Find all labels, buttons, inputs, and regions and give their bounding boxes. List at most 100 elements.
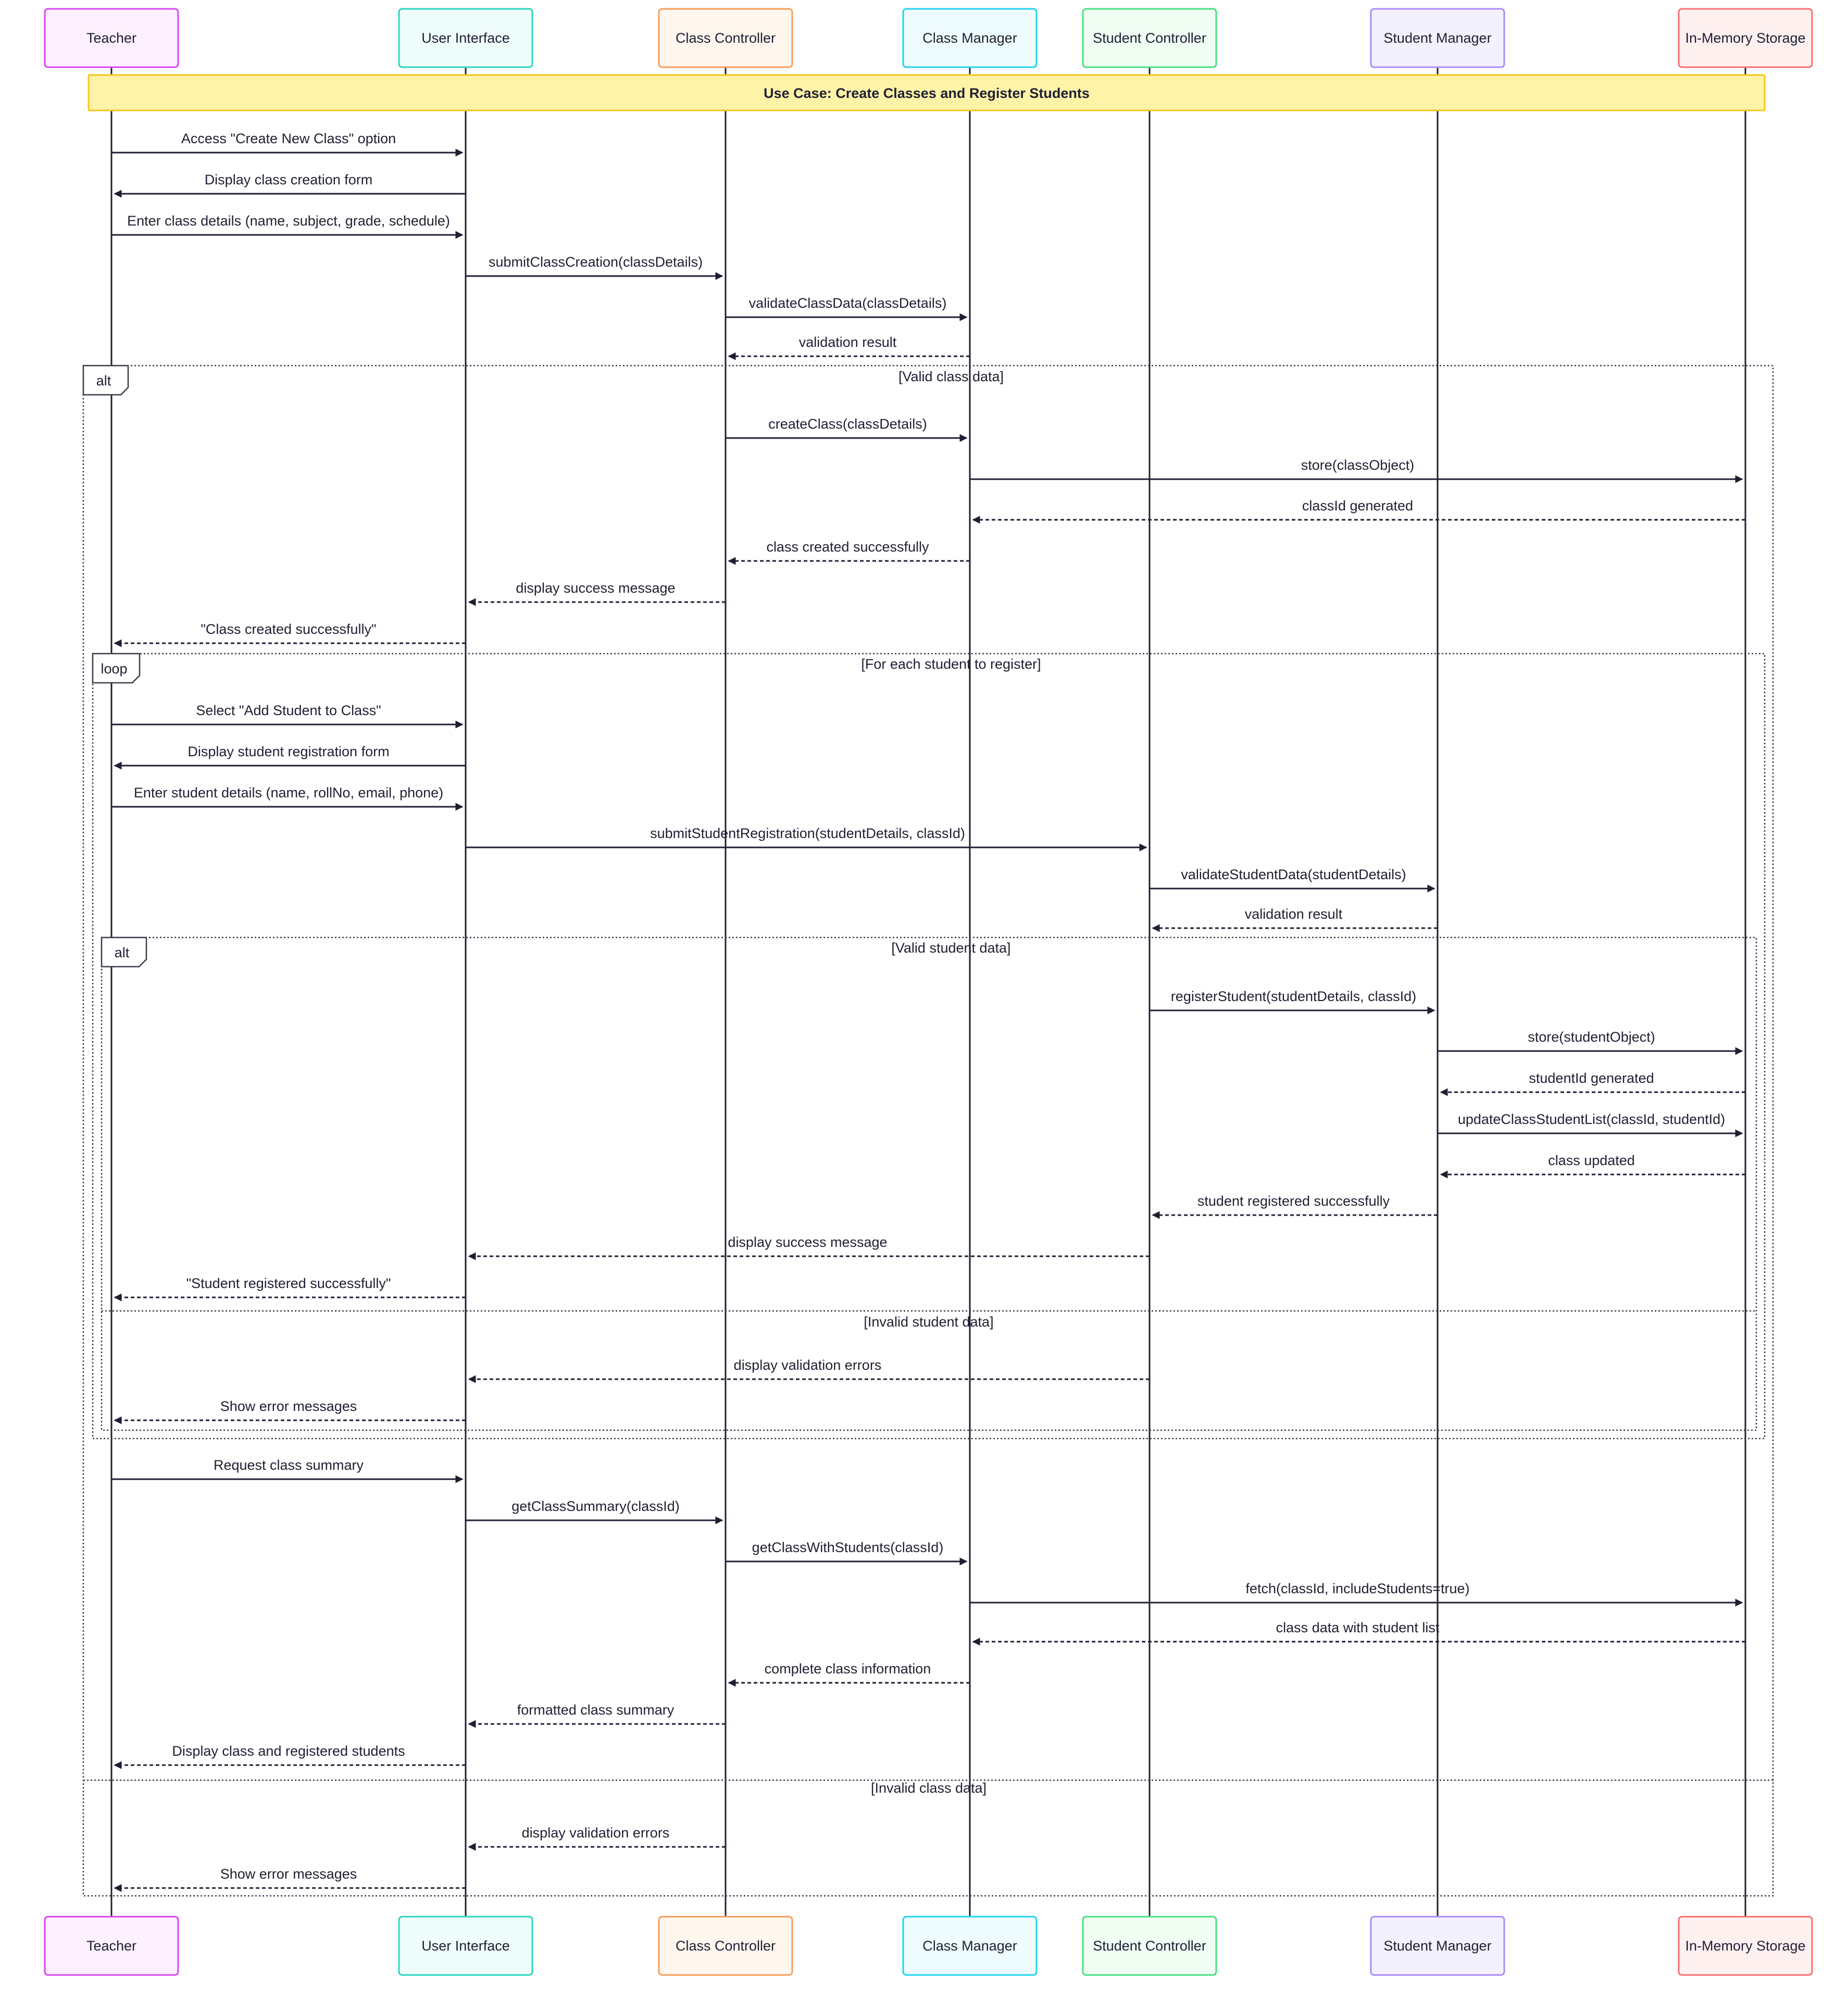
actor-studentmgr-bottom: Student Manager (1370, 1916, 1505, 1976)
message-3: Enter class details (name, subject, grad… (111, 213, 464, 239)
actor-teacher-top: Teacher (44, 8, 179, 68)
message-24: student registered successfully (1152, 1193, 1438, 1219)
message-35: formatted class summary (468, 1702, 726, 1728)
message-label: Display class creation form (205, 172, 373, 188)
fragment-condition: [For each student to register] (861, 656, 1041, 672)
message-label: display success message (728, 1234, 887, 1250)
fragment-condition: [Invalid student data] (864, 1314, 993, 1330)
message-label: "Student registered successfully" (186, 1276, 391, 1291)
actor-label: Student Controller (1093, 1938, 1206, 1954)
message-30: getClassSummary(classId) (466, 1498, 723, 1524)
message-label: class data with student list (1276, 1620, 1440, 1635)
message-label: store(classObject) (1301, 457, 1415, 473)
message-1: Access "Create New Class" option (111, 131, 464, 157)
message-27: display validation errors (468, 1357, 1150, 1383)
message-label: studentId generated (1529, 1070, 1654, 1086)
message-14: Display student registration form (114, 744, 466, 770)
actor-label: Teacher (86, 1938, 136, 1954)
message-7: createClass(classDetails) (726, 416, 968, 442)
actor-label: Teacher (86, 30, 136, 46)
message-17: validateStudentData(studentDetails) (1150, 867, 1435, 893)
actor-label: Student Controller (1093, 30, 1206, 46)
actor-box (398, 8, 533, 68)
message-label: class created successfully (766, 539, 929, 555)
actor-label: Student Manager (1383, 30, 1491, 46)
message-label: validateStudentData(studentDetails) (1181, 867, 1406, 882)
actor-box (1082, 1916, 1217, 1976)
message-label: validateClassData(classDetails) (749, 295, 947, 311)
message-label: Request class summary (214, 1457, 364, 1473)
message-label: fetch(classId, includeStudents=true) (1246, 1581, 1470, 1596)
fragment-condition: [Valid student data] (891, 940, 1010, 956)
fragment-condition: [Valid class data] (898, 369, 1004, 384)
message-label: class updated (1548, 1153, 1635, 1168)
message-13: Select "Add Student to Class" (111, 703, 464, 729)
actor-studentmgr-top: Student Manager (1370, 8, 1505, 68)
fragment-type-label: alt (96, 373, 111, 389)
actor-box (658, 1916, 793, 1976)
actor-box (1370, 1916, 1505, 1976)
actor-label: Class Controller (676, 30, 776, 46)
fragment-alt-1: alt [Valid class data] [Invalid class data… (82, 365, 1774, 1897)
message-12: "Class created successfully" (114, 621, 466, 647)
message-20: store(studentObject) (1438, 1029, 1743, 1055)
actor-classmgr-top: Class Manager (902, 8, 1038, 68)
actor-studentctrl-bottom: Student Controller (1082, 1916, 1217, 1976)
fragment-alt-3: alt[Valid student data][Invalid student … (101, 936, 1757, 1431)
note-box (88, 74, 1766, 111)
actor-storage-top: In-Memory Storage (1678, 8, 1813, 68)
actor-teacher-bottom: Teacher (44, 1916, 179, 1976)
actor-label: Class Manager (922, 30, 1017, 46)
message-37: display validation errors (468, 1825, 726, 1851)
message-label: display success message (516, 580, 675, 596)
combined-fragments: alt [Valid class data] [Invalid class data… (82, 365, 1774, 1897)
actor-box (902, 8, 1038, 68)
message-label: Display class and registered students (172, 1743, 405, 1759)
message-16: submitStudentRegistration(studentDetails… (466, 826, 1147, 852)
message-label: Show error messages (220, 1866, 357, 1882)
actor-label: User Interface (421, 1938, 510, 1954)
message-8: store(classObject) (970, 457, 1743, 483)
actor-box (44, 8, 179, 68)
message-29: Request class summary (111, 1457, 464, 1483)
fragment-frame (101, 936, 1757, 1431)
message-label: classId generated (1302, 498, 1413, 514)
actor-storage-bottom: In-Memory Storage (1678, 1916, 1813, 1976)
message-label: Enter class details (name, subject, grad… (127, 213, 450, 229)
fragment-tab (101, 936, 147, 968)
actor-box (1082, 8, 1217, 68)
message-4: submitClassCreation(classDetails) (466, 254, 723, 280)
fragment-loop-2: loop[For each student to register] (92, 653, 1766, 1440)
fragment-frame (82, 365, 1774, 1897)
message-19: registerStudent(studentDetails, classId) (1150, 989, 1435, 1015)
actor-ui-bottom: User Interface (398, 1916, 533, 1976)
message-label: createClass(classDetails) (768, 416, 927, 432)
message-label: Show error messages (220, 1398, 357, 1414)
message-label: getClassWithStudents(classId) (752, 1540, 944, 1555)
message-label: Display student registration form (188, 744, 389, 759)
fragment-frame (92, 653, 1766, 1440)
message-label: getClassSummary(classId) (511, 1498, 680, 1514)
message-label: display validation errors (522, 1825, 670, 1841)
actor-classctrl-top: Class Controller (658, 8, 793, 68)
actor-classmgr-bottom: Class Manager (902, 1916, 1038, 1976)
message-label: Enter student details (name, rollNo, ema… (134, 785, 443, 801)
fragment-condition: [Invalid class data] (871, 1780, 987, 1796)
message-2: Display class creation form (114, 172, 466, 198)
actor-label: Class Manager (922, 1938, 1017, 1954)
message-label: formatted class summary (517, 1702, 675, 1718)
message-9: classId generated (972, 498, 1745, 524)
message-23: class updated (1440, 1153, 1745, 1179)
actor-label: Student Manager (1383, 1938, 1491, 1954)
actor-box (44, 1916, 179, 1976)
message-15: Enter student details (name, rollNo, ema… (111, 785, 464, 811)
actor-box (1678, 1916, 1813, 1976)
actor-box (1678, 8, 1813, 68)
message-31: getClassWithStudents(classId) (726, 1540, 968, 1566)
message-33: class data with student list (972, 1620, 1745, 1646)
actor-studentctrl-top: Student Controller (1082, 8, 1217, 68)
messages: Access "Create New Class" optionDisplay … (111, 131, 1745, 1892)
